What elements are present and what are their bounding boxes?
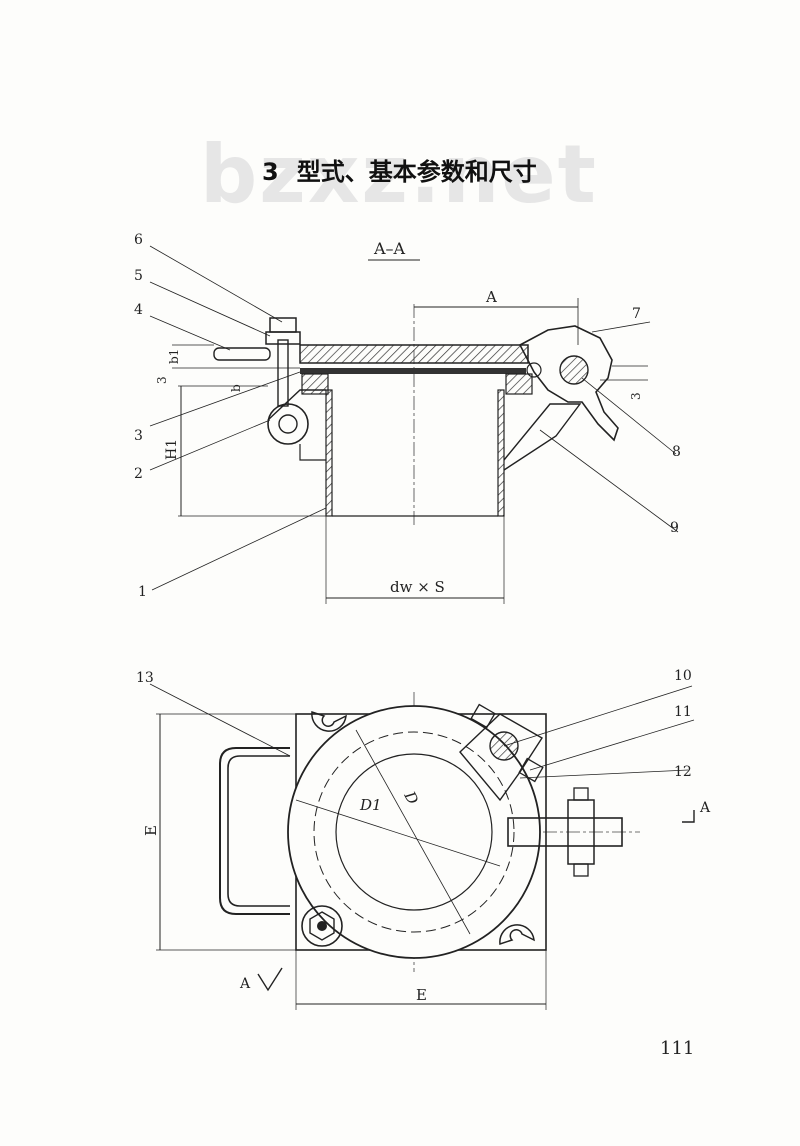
clamp-top-right (459, 713, 543, 802)
leader-3 (149, 371, 301, 427)
leader-5 (149, 281, 271, 337)
hinge-bracket-lower (299, 444, 326, 461)
section-heading: 3 型式、基本参数和尺寸 (262, 152, 537, 187)
leader-6 (149, 245, 283, 323)
part-number-13: 13 (136, 670, 154, 686)
leader-7 (591, 321, 651, 333)
bolt-circle-d (313, 731, 515, 933)
lever-stop (526, 362, 542, 378)
bolt-shank (277, 339, 289, 407)
bolt-center-bottom-left (317, 921, 327, 931)
leader-2 (149, 419, 271, 471)
right-bolt-cap-bottom (573, 863, 589, 877)
part-number-6: 6 (134, 232, 143, 248)
part-number-5: 5 (134, 268, 143, 284)
bolt-head-bottom-left (301, 905, 343, 947)
right-bolt-shank (507, 817, 623, 847)
dim-d1-label: D1 (359, 796, 382, 814)
part-number-12: 12 (674, 764, 692, 780)
pipe-wall-right (497, 389, 505, 517)
pipe-wall-left (325, 389, 333, 517)
leader-12 (519, 769, 689, 779)
part-number-9: 9 (670, 520, 679, 536)
leader-1 (151, 507, 327, 591)
inner-circle-d1 (335, 753, 493, 911)
hinge-eye (267, 403, 309, 445)
flange-right (505, 373, 533, 395)
dim-b1-label: b1 (167, 349, 181, 364)
cover-lid (299, 344, 529, 364)
part-number-2: 2 (134, 466, 143, 482)
washer (265, 331, 301, 345)
pin-left (213, 347, 271, 361)
leader-9 (539, 429, 679, 533)
section-number: 3 (262, 158, 279, 186)
dim-b-label: b (229, 384, 243, 392)
clamp-lever (518, 325, 619, 442)
plan-outer-circle (287, 705, 541, 959)
section-mark-left-symbol (257, 967, 283, 992)
page-number: 111 (660, 1038, 695, 1059)
hinge-pin (278, 414, 298, 434)
section-mark-right-symbol (682, 810, 695, 823)
dim-3-right-label: 3 (629, 392, 643, 400)
leader-10 (503, 685, 693, 747)
dim-e-horizontal-label: E (416, 986, 427, 1004)
bolt-nut-top (269, 317, 297, 333)
leader-11 (529, 719, 695, 771)
corner-slot-top-left (311, 710, 347, 732)
leader-4 (149, 315, 231, 351)
part-number-10: 10 (674, 668, 692, 684)
dim-e-vertical-label: E (142, 825, 160, 836)
lever-pivot (559, 355, 589, 385)
leader-13 (149, 683, 291, 757)
part-number-1: 1 (138, 584, 147, 600)
watermark: bzxz.net (200, 128, 598, 221)
part-number-3: 3 (134, 428, 143, 444)
section-title: 型式、基本参数和尺寸 (296, 158, 537, 186)
flange-left (301, 373, 329, 395)
dim-dws-label: dw × S (390, 578, 445, 596)
view-label-a-a: A–A (373, 239, 406, 258)
clamp-nut-10 (470, 703, 496, 729)
right-bolt-cap-top (573, 787, 589, 801)
corner-slot-bottom-right (499, 924, 535, 946)
part-number-7: 7 (632, 306, 641, 322)
part-number-11: 11 (674, 704, 692, 720)
section-mark-right-label: A (699, 800, 711, 816)
bolt-nut-bottom-left (309, 911, 335, 941)
clamp-nut-11 (518, 757, 544, 783)
leader-8 (581, 377, 677, 455)
dim-h1-label: H1 (164, 439, 180, 460)
part-number-8: 8 (672, 444, 681, 460)
section-mark-left-label: A (239, 976, 251, 992)
dim-d-line (355, 729, 471, 935)
handle-inner (227, 755, 290, 907)
clamp-bracket (503, 403, 582, 471)
handle-outer (219, 747, 290, 915)
gasket (300, 368, 526, 374)
dim-d1-line (295, 799, 501, 867)
part-number-4: 4 (134, 302, 143, 318)
dim-3-left-label: 3 (155, 376, 169, 384)
hinge-bracket (267, 389, 326, 421)
dim-a-label: A (485, 288, 497, 306)
